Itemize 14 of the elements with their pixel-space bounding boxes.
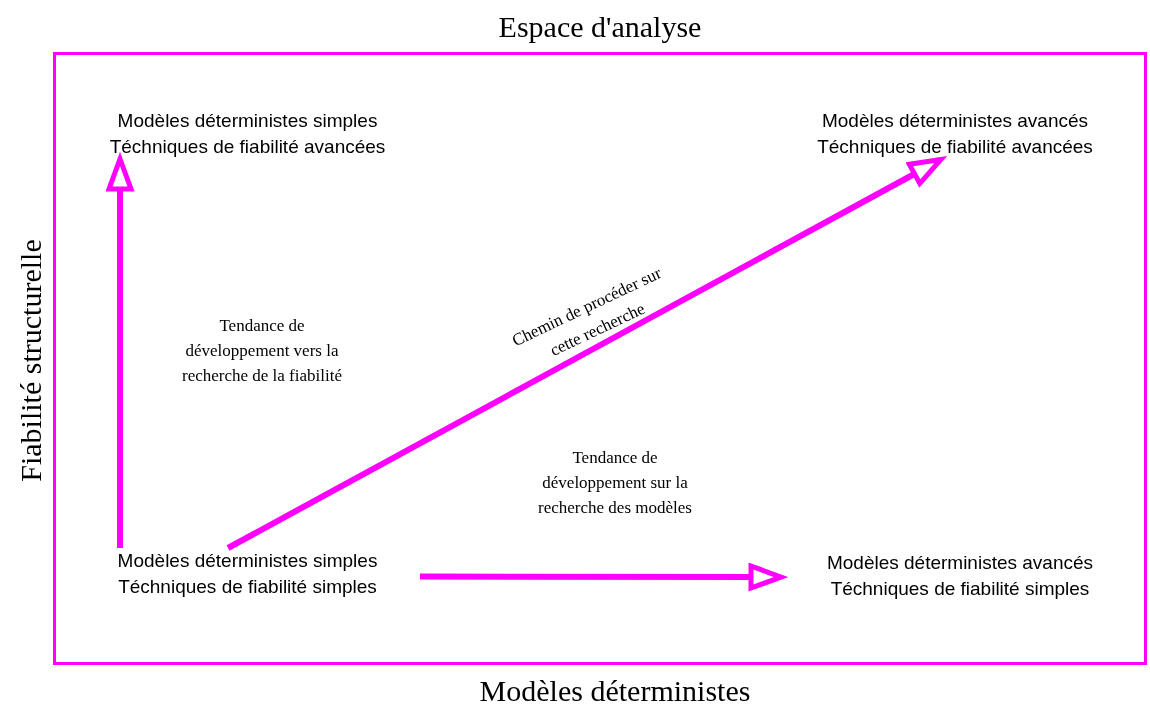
node-text: Modèles déterministes avancés	[826, 551, 1094, 575]
node-text: Téchniques de fiabilité avancées	[109, 135, 386, 159]
axis-label: Modèles déterministes	[478, 673, 752, 706]
axis-label: Fiabilité structurelle	[12, 238, 48, 484]
node-text: Téchniques de fiabilité simples	[118, 575, 377, 599]
arrow	[226, 157, 944, 551]
edge-label: Tendance de développement vers la recherche de la fiabilité	[181, 314, 343, 387]
node-text: Modèles déterministes simples	[117, 109, 378, 133]
node-text: Téchniques de fiabilité simples	[830, 577, 1090, 601]
node-text: Téchniques de fiabilité avancées	[817, 135, 1093, 159]
node-text: Modèles déterministes simples	[117, 549, 378, 573]
edge-label: Tendance de développement sur la recherche des modèles	[537, 446, 693, 519]
node-text: Modèles déterministes avancés	[821, 109, 1089, 133]
title: Espace d'analyse	[497, 9, 703, 45]
